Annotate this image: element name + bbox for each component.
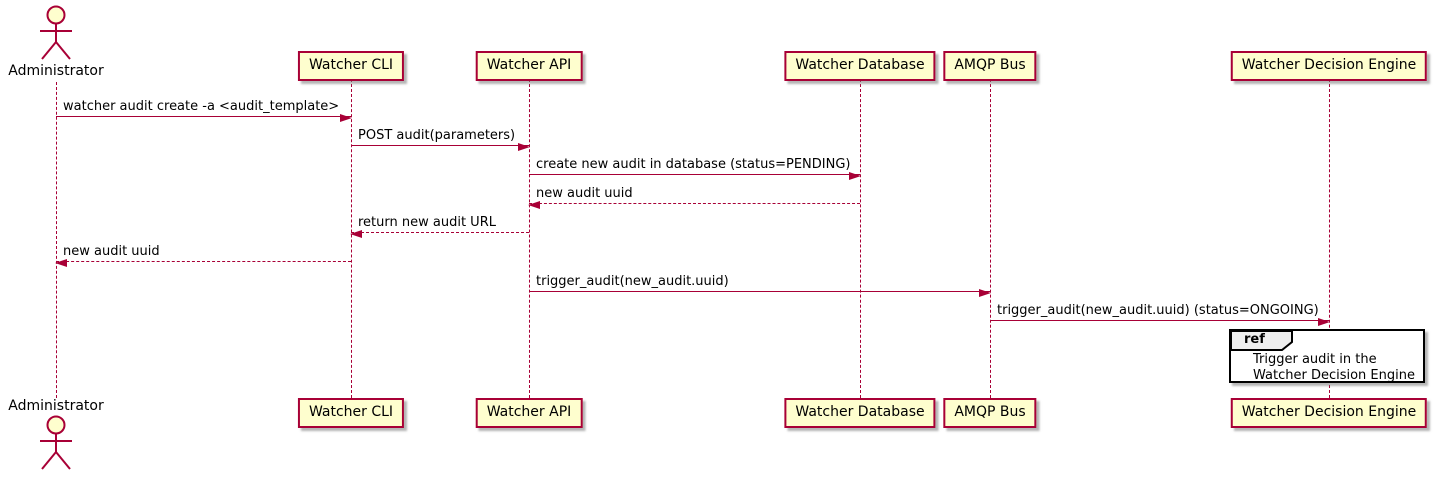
actor-name-bottom: Administrator — [8, 398, 104, 414]
message-new-audit-uuid-db: new audit uuid — [528, 183, 860, 209]
message-line — [529, 291, 990, 292]
arrowhead-right-icon — [979, 289, 991, 297]
message-line — [56, 116, 351, 117]
participant-watcher-database-bottom: Watcher Database — [784, 398, 936, 428]
ref-fragment: ref Trigger audit in the Watcher Decisio… — [1229, 329, 1425, 383]
ref-tab-icon — [1230, 330, 1293, 351]
lifeline-amqp-bus — [990, 79, 991, 398]
message-label: watcher audit create -a <audit_template> — [63, 99, 340, 114]
ref-text-line2: Watcher Decision Engine — [1253, 368, 1415, 383]
message-post-audit: POST audit(parameters) — [351, 125, 530, 151]
message-line — [529, 203, 860, 204]
participant-watcher-cli-bottom: Watcher CLI — [297, 398, 405, 428]
participant-watcher-database-top: Watcher Database — [784, 51, 936, 81]
actor-icon — [40, 5, 72, 60]
lifeline-watcher-decision-engine — [1329, 79, 1330, 398]
message-label: trigger_audit(new_audit.uuid) (status=ON… — [997, 303, 1319, 318]
message-create-audit-db: create new audit in database (status=PEN… — [529, 154, 861, 180]
lifeline-administrator — [56, 82, 57, 398]
actor-icon — [40, 415, 72, 470]
participant-amqp-bus-bottom: AMQP Bus — [943, 398, 1037, 428]
participant-amqp-bus-top: AMQP Bus — [943, 51, 1037, 81]
message-label: trigger_audit(new_audit.uuid) — [536, 274, 729, 289]
participant-watcher-decision-engine-bottom: Watcher Decision Engine — [1230, 398, 1428, 428]
message-audit-create: watcher audit create -a <audit_template> — [56, 96, 352, 122]
ref-text-line1: Trigger audit in the — [1253, 352, 1377, 367]
message-return-audit-url: return new audit URL — [350, 212, 529, 238]
message-new-audit-uuid-cli: new audit uuid — [55, 241, 351, 267]
ref-text: Trigger audit in the Watcher Decision En… — [1253, 352, 1415, 384]
arrowhead-left-icon — [528, 201, 540, 209]
participant-watcher-cli-top: Watcher CLI — [297, 51, 405, 81]
lifeline-watcher-database — [860, 79, 861, 398]
arrowhead-right-icon — [1318, 318, 1330, 326]
message-label: POST audit(parameters) — [358, 128, 516, 143]
arrowhead-right-icon — [518, 143, 530, 151]
message-line — [351, 145, 529, 146]
message-label: new audit uuid — [536, 186, 633, 201]
lifeline-watcher-cli — [351, 79, 352, 398]
message-trigger-audit: trigger_audit(new_audit.uuid) — [529, 271, 991, 297]
arrowhead-right-icon — [849, 172, 861, 180]
message-line — [990, 320, 1329, 321]
message-label: create new audit in database (status=PEN… — [536, 157, 851, 172]
message-line — [529, 174, 860, 175]
arrowhead-left-icon — [350, 230, 362, 238]
participant-watcher-decision-engine-top: Watcher Decision Engine — [1230, 51, 1428, 81]
message-trigger-audit-ongoing: trigger_audit(new_audit.uuid) (status=ON… — [990, 300, 1330, 326]
participant-watcher-api-bottom: Watcher API — [475, 398, 583, 428]
participant-watcher-api-top: Watcher API — [475, 51, 583, 81]
arrowhead-right-icon — [340, 114, 352, 122]
message-label: new audit uuid — [63, 244, 160, 259]
arrowhead-left-icon — [55, 259, 67, 267]
lifeline-watcher-api — [529, 79, 530, 398]
message-label: return new audit URL — [358, 215, 496, 230]
actor-name-top: Administrator — [8, 63, 104, 79]
ref-keyword: ref — [1244, 332, 1265, 347]
message-line — [351, 232, 529, 233]
message-line — [56, 261, 351, 262]
